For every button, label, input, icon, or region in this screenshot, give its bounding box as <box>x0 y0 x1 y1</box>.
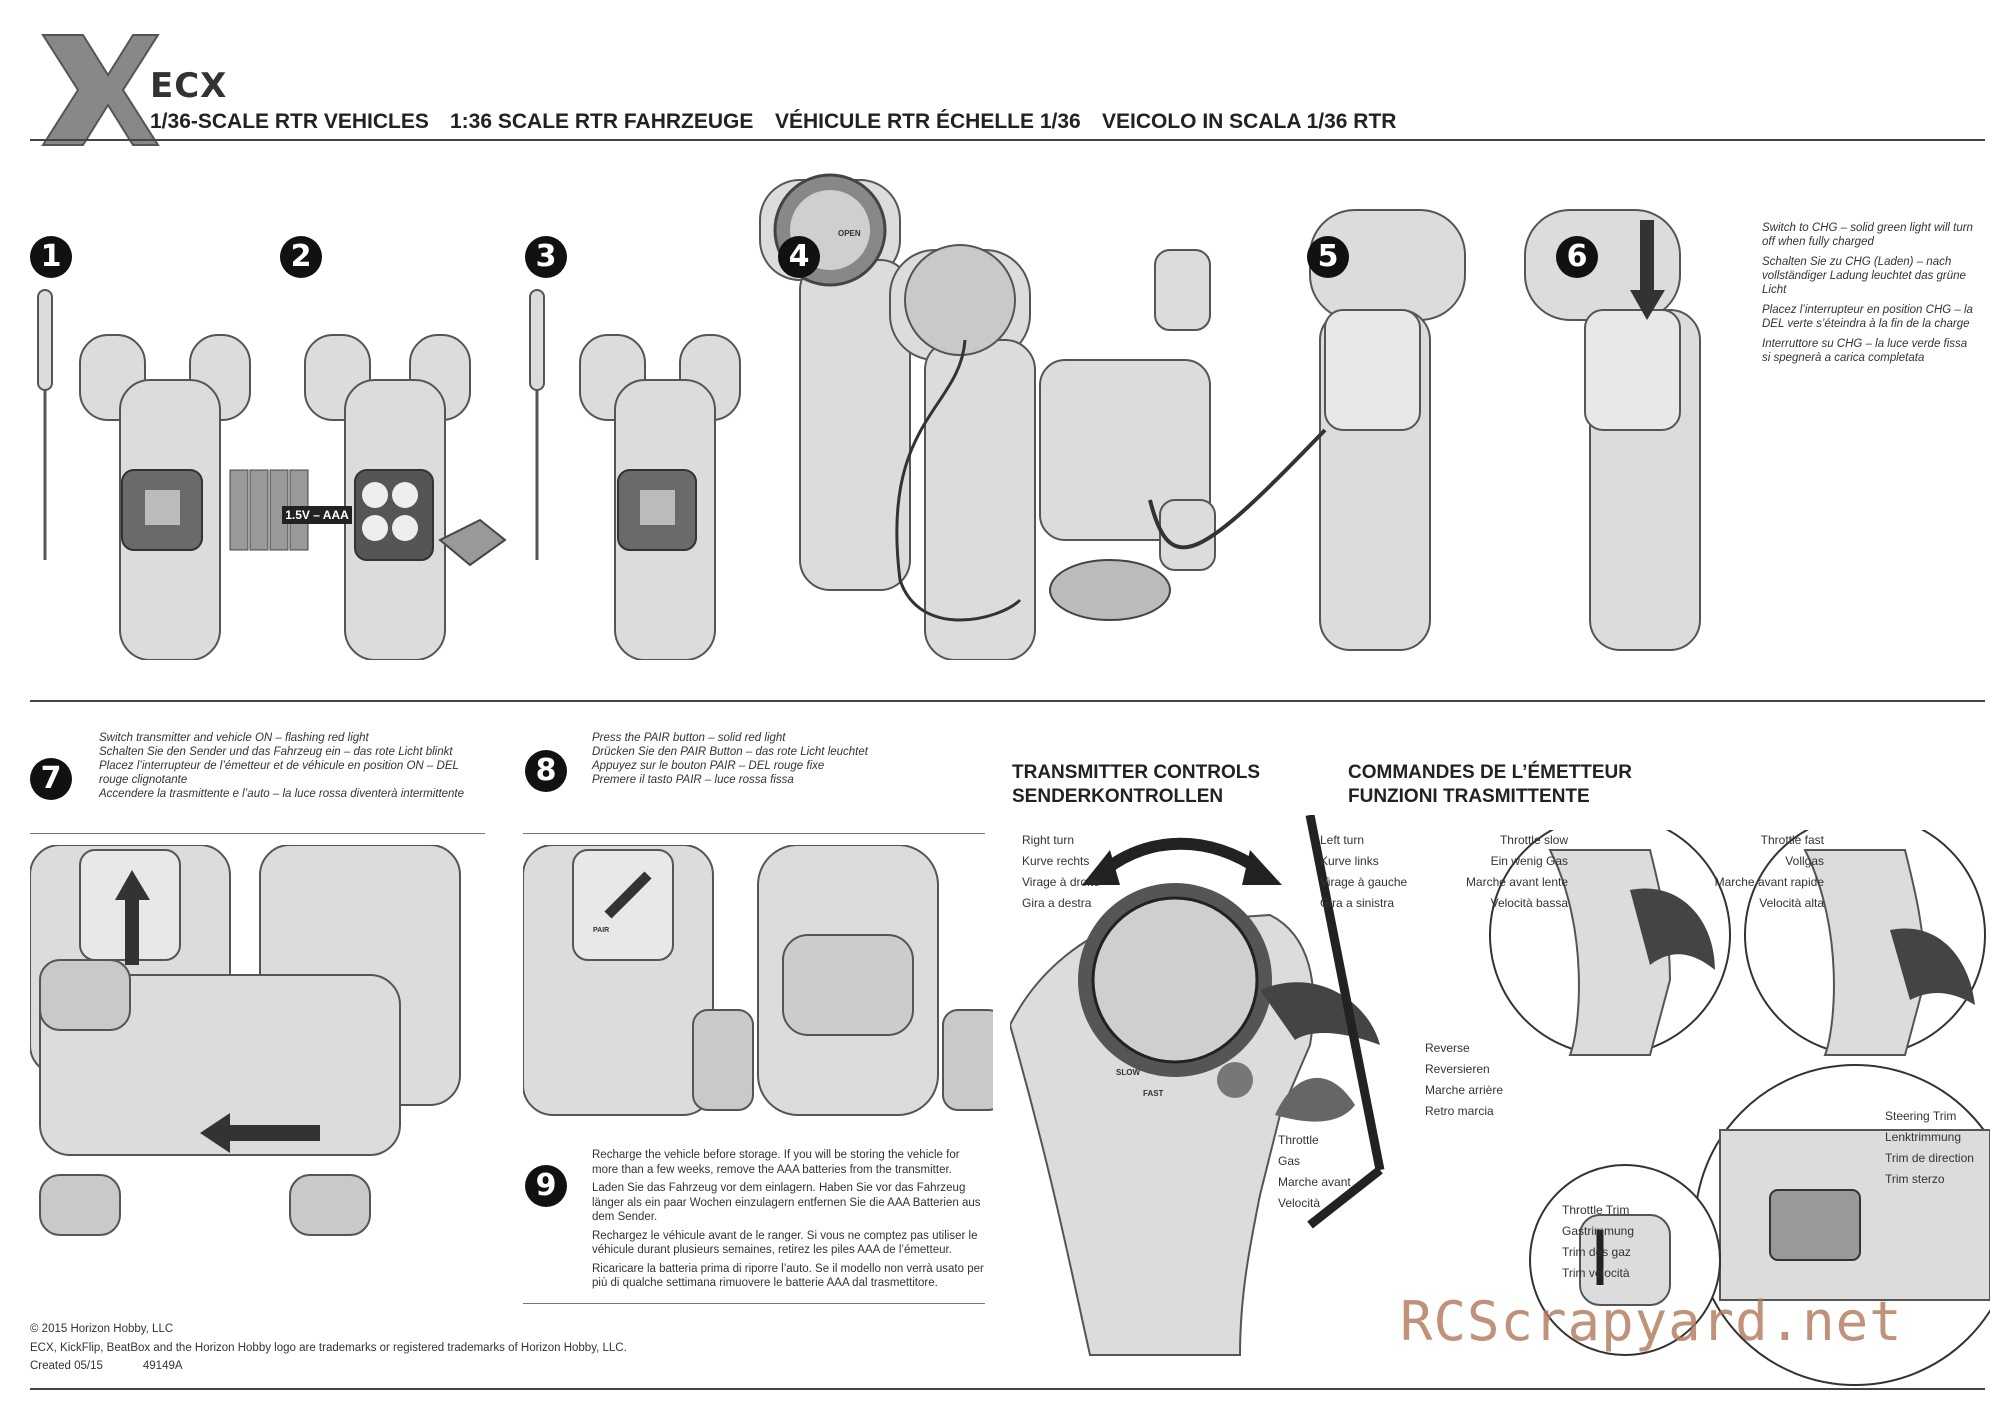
step7-illustration <box>30 845 461 1236</box>
transmitter-front-4 <box>759 173 911 591</box>
step9-para-de: Laden Sie das Fahrzeug vor dem einlagern… <box>592 1182 981 1223</box>
fast-label: FAST <box>1143 1089 1164 1098</box>
step6-line-fr: Placez l’interrupteur en position CHG – … <box>1762 304 1973 330</box>
zoom-details <box>1489 830 1990 1386</box>
ecx-logo <box>41 34 160 146</box>
transmitter-back-1 <box>79 334 251 660</box>
top-illustrations <box>37 173 1701 660</box>
step-badge-9: 9 <box>525 1165 567 1207</box>
step7-line-fr: Placez l’interrupteur de l’émetteur et d… <box>99 760 459 786</box>
header-title-de: 1:36 SCALE RTR FAHRZEUGE <box>450 110 754 133</box>
step6-line-de: Schalten Sie zu CHG (Laden) – nach volls… <box>1762 256 1966 296</box>
header-rule <box>30 139 1985 141</box>
step8-instructions: Press the PAIR button – solid red light … <box>592 731 972 787</box>
step8-illustration <box>523 845 993 1116</box>
step6-line-it: Interruttore su CHG – la luce verde fiss… <box>1762 338 1968 364</box>
step9-para-fr: Rechargez le véhicule avant de le ranger… <box>592 1229 978 1257</box>
step-badge-1: 1 <box>30 236 72 278</box>
step-badge-6: 6 <box>1556 236 1598 278</box>
step8-line-de: Drücken Sie den PAIR Button – das rote L… <box>592 746 868 758</box>
aaa-batteries-icon <box>229 469 309 551</box>
charger-puck-icon <box>1049 559 1171 621</box>
step6-instructions: Switch to CHG – solid green light will t… <box>1762 221 1977 365</box>
step7-line-it: Accendere la trasmittente e l’auto – la … <box>99 788 465 800</box>
step-badge-4: 4 <box>778 236 820 278</box>
header-title-it: VEICOLO IN SCALA 1/36 RTR <box>1102 110 1397 133</box>
step8-line-it: Premere il tasto PAIR – luce rossa fissa <box>592 774 794 786</box>
step8-line-en: Press the PAIR button – solid red light <box>592 732 786 744</box>
footer-trademark: ECX, KickFlip, BeatBox and the Horizon H… <box>30 1341 627 1354</box>
open-label: OPEN <box>838 229 861 238</box>
step9-rule <box>523 1303 985 1304</box>
vehicle-top <box>1039 249 1216 571</box>
step-badge-3: 3 <box>525 236 567 278</box>
screwdriver-icon-2 <box>529 289 545 560</box>
transmitter-back-3 <box>579 334 741 660</box>
footer-part-number: 49149A <box>142 1360 183 1372</box>
step9-text: Recharge the vehicle before storage. If … <box>592 1148 984 1291</box>
screwdriver-icon <box>37 289 53 560</box>
step7-rule <box>30 833 485 834</box>
step7-line-de: Schalten Sie den Sender und das Fahrzeug… <box>99 746 453 758</box>
step9-para-en: Recharge the vehicle before storage. If … <box>592 1149 960 1176</box>
step7-line-en: Switch transmitter and vehicle ON – flas… <box>99 732 369 744</box>
slow-label: SLOW <box>1116 1068 1140 1077</box>
logo-text: ECX <box>150 66 228 106</box>
transmitter-charging <box>889 244 1036 660</box>
step8-line-fr: Appuyez sur le bouton PAIR – DEL rouge f… <box>592 760 825 772</box>
watermark: RCScrapyard.net <box>1400 1290 1903 1353</box>
transmitter-front-5 <box>1148 209 1466 651</box>
step-badge-8: 8 <box>525 750 567 792</box>
transmitter-front-6 <box>1524 209 1701 651</box>
step6-line-en: Switch to CHG – solid green light will t… <box>1762 222 1973 248</box>
header-title-en: 1/36-SCALE RTR VEHICLES <box>150 110 429 133</box>
pair-label: PAIR <box>593 927 610 934</box>
battery-label: 1.5V – AAA <box>282 506 352 524</box>
transmitter-controls-illustration <box>1010 815 1385 1356</box>
step-badge-2: 2 <box>280 236 322 278</box>
transmitter-back-2 <box>304 334 471 660</box>
header-title-fr: VÉHICULE RTR ÉCHELLE 1/36 <box>775 110 1081 133</box>
middle-rule <box>30 700 1985 702</box>
footer: © 2015 Horizon Hobby, LLC ECX, KickFlip,… <box>30 1322 650 1374</box>
footer-copyright: © 2015 Horizon Hobby, LLC <box>30 1323 174 1335</box>
battery-cover-icon <box>438 518 507 567</box>
step-badge-5: 5 <box>1307 236 1349 278</box>
step8-rule <box>523 833 985 834</box>
step9-para-it: Ricaricare la batteria prima di riporre … <box>592 1262 984 1290</box>
step7-instructions: Switch transmitter and vehicle ON – flas… <box>99 731 484 801</box>
step-badge-7: 7 <box>30 758 72 800</box>
footer-created: Created 05/15 <box>30 1360 103 1372</box>
footer-rule <box>30 1388 1985 1390</box>
